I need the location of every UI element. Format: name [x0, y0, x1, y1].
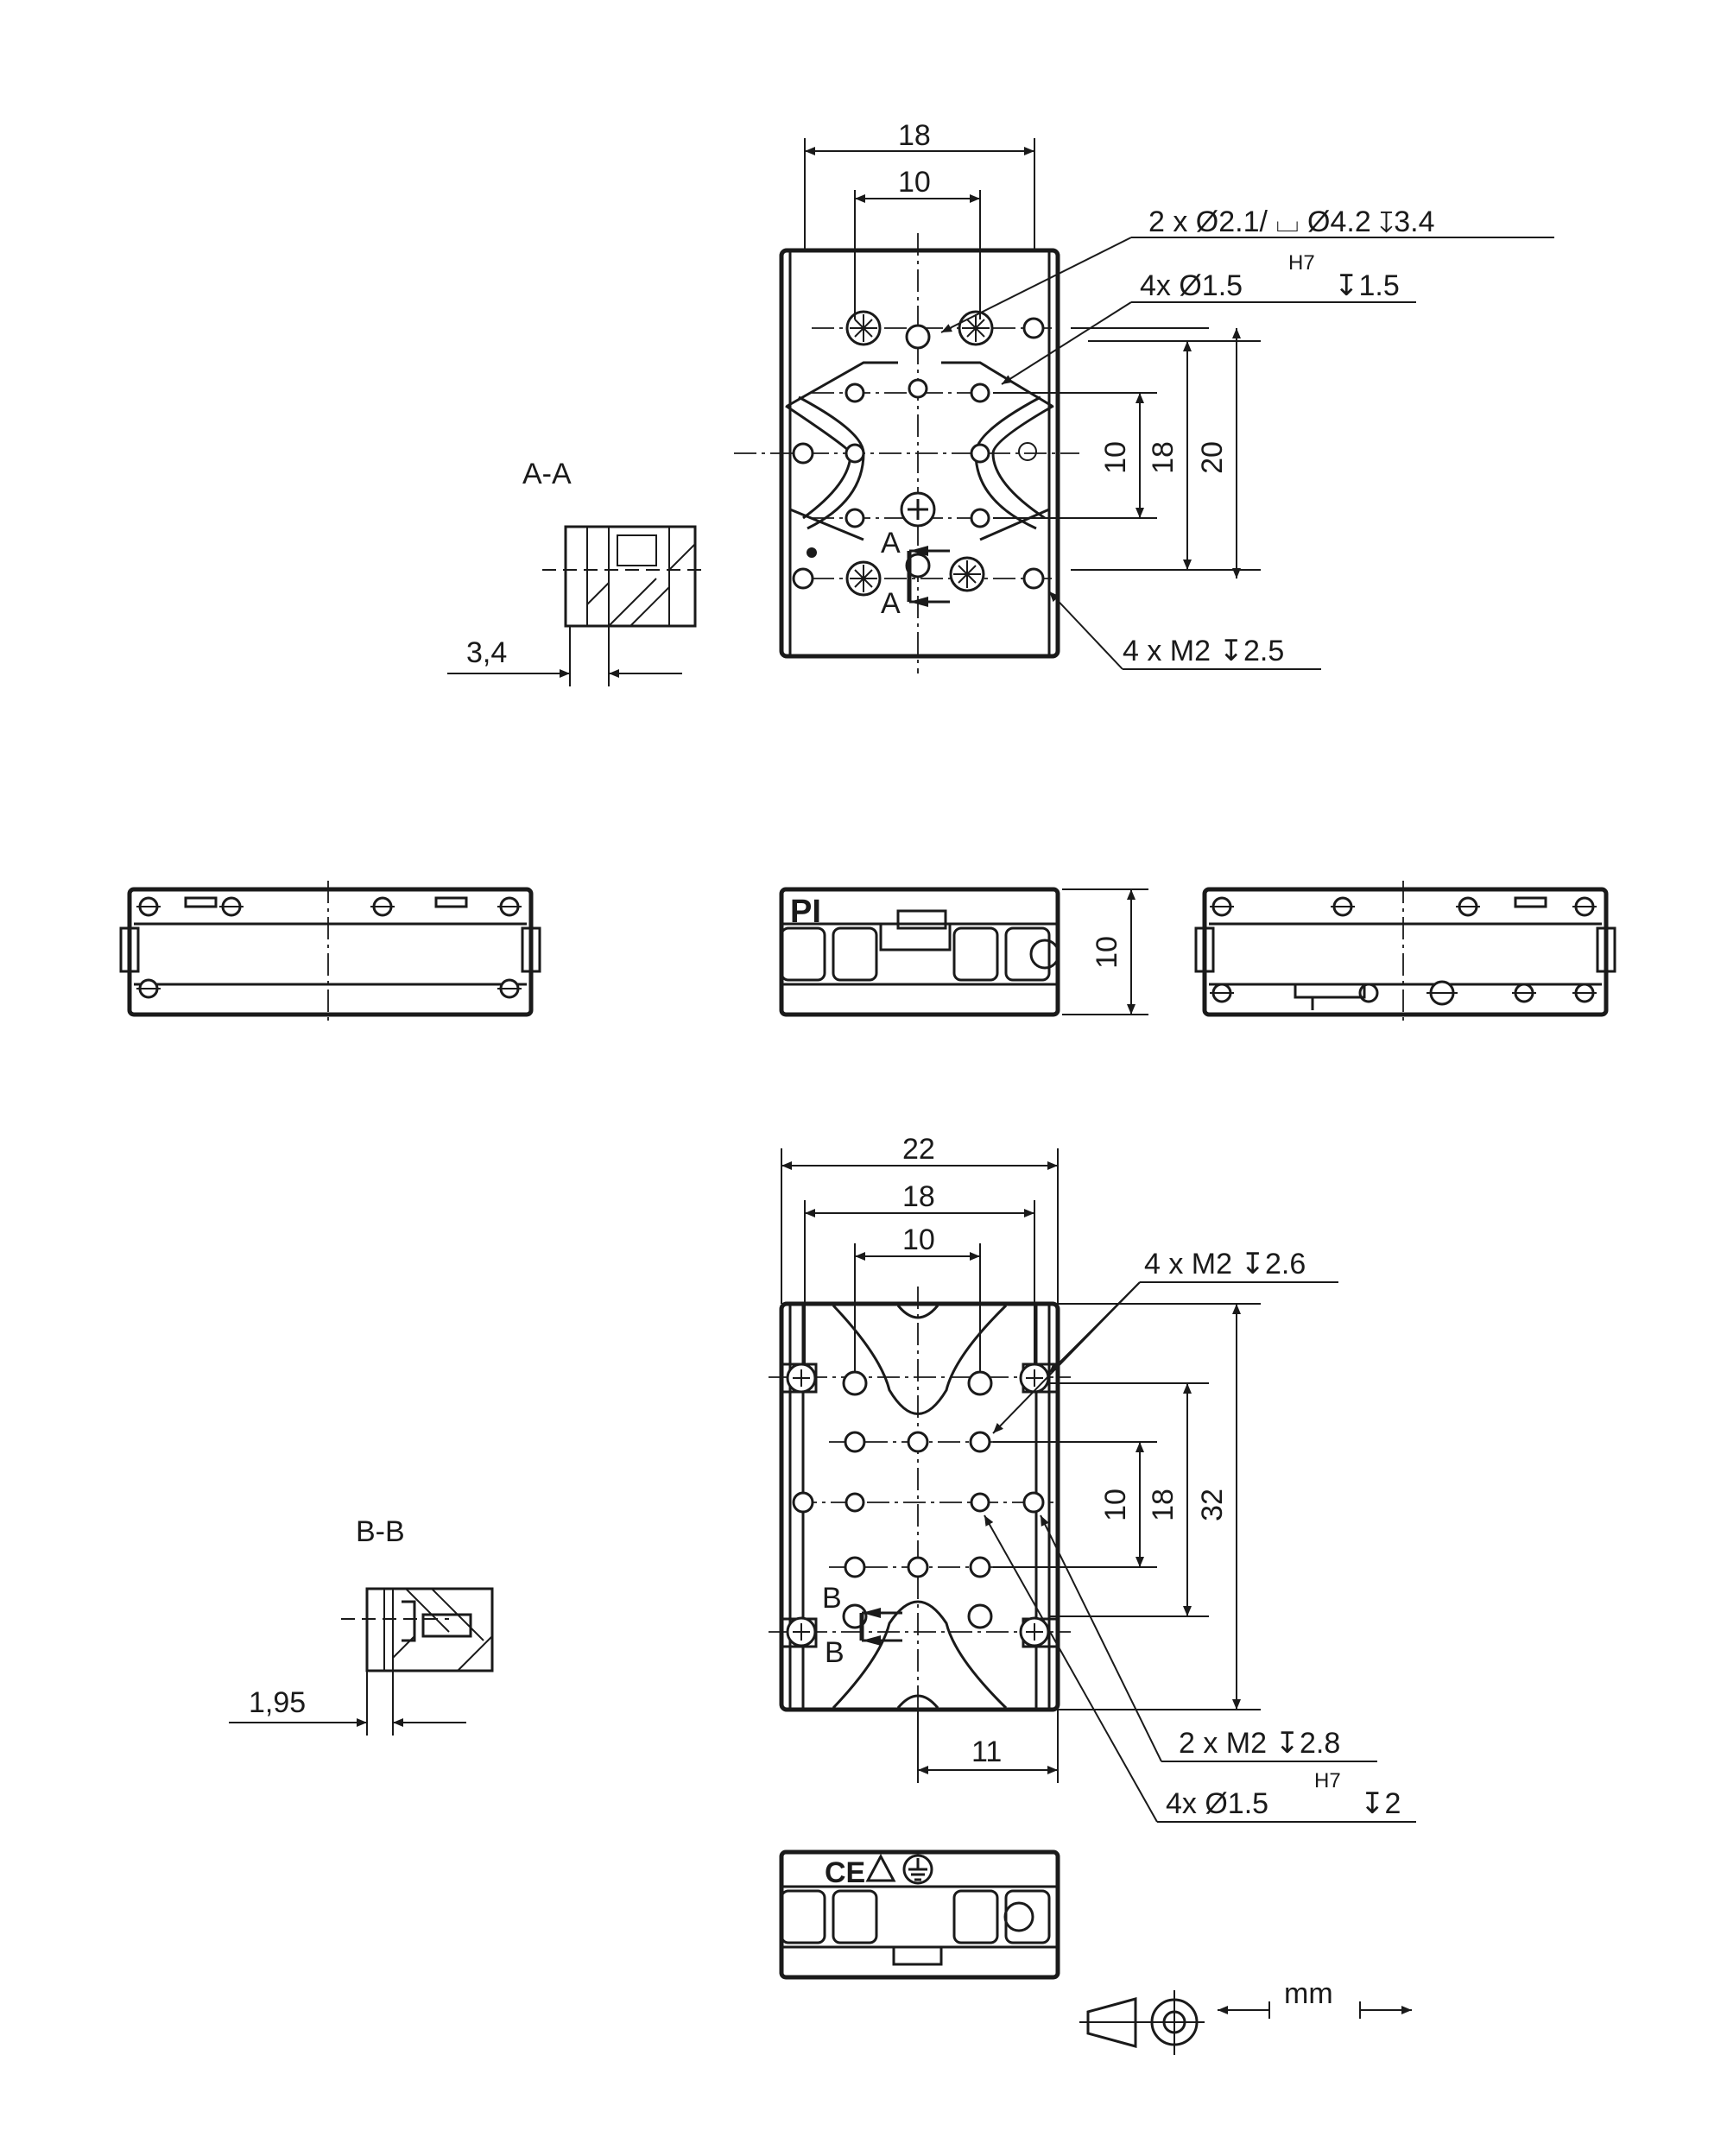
callout-bottom-pin-holes-tol: H7 — [1314, 1769, 1341, 1792]
section-mark-a-top: A — [881, 527, 901, 560]
brand-mark: PI — [790, 894, 821, 930]
dim-bottom-height-32: 32 — [1196, 1489, 1229, 1521]
callout-threads-m2: 4 x M2 ↧2.5 — [1123, 635, 1284, 667]
bottom-view: B B 22 18 10 10 18 32 11 — [769, 1133, 1416, 1823]
section-mark-b-top: B — [822, 1582, 842, 1615]
section-a-title: A-A — [522, 458, 572, 490]
callout-bottom-threads-26: 4 x M2 ↧2.6 — [1144, 1248, 1306, 1280]
dim-bottom-height-10: 10 — [1099, 1489, 1132, 1521]
section-mark-b-bottom: B — [825, 1636, 845, 1669]
dim-height-20: 20 — [1196, 441, 1229, 474]
front-view: PI 10 — [779, 887, 1148, 1017]
dim-side-height-10: 10 — [1091, 936, 1123, 969]
dim-bottom-height-18: 18 — [1147, 1489, 1180, 1521]
section-a-dim: 3,4 — [466, 636, 507, 669]
section-mark-a-bottom: A — [881, 587, 901, 620]
left-side-view — [119, 881, 541, 1023]
callout-bottom-threads-28: 2 x M2 ↧2.8 — [1179, 1727, 1340, 1760]
dim-bottom-width-10: 10 — [902, 1223, 935, 1256]
section-b-dim: 1,95 — [249, 1686, 306, 1719]
warning-triangle-icon — [865, 1853, 896, 1882]
top-view: A A 18 10 10 18 20 2 x Ø2.1/ ⌴ Ø4.2 ↧3.4… — [734, 119, 1554, 673]
callout-counterbore: 2 x Ø2.1/ ⌴ Ø4.2 ↧3.4 — [1148, 205, 1434, 238]
section-b-title: B-B — [356, 1515, 405, 1548]
right-side-view — [1194, 881, 1616, 1023]
dim-height-18: 18 — [1147, 441, 1180, 474]
section-a-a: A-A 3,4 — [447, 458, 704, 686]
dim-bottom-width-22: 22 — [902, 1133, 935, 1166]
callout-bottom-pin-holes-depth: ↧2 — [1360, 1787, 1401, 1820]
dim-width-18: 18 — [898, 119, 931, 152]
ground-symbol-icon — [902, 1854, 933, 1885]
projection-symbol-icon — [1079, 1990, 1205, 2055]
rear-view: CE — [779, 1849, 1060, 1980]
callout-pin-holes-depth: ↧1.5 — [1334, 269, 1400, 302]
dim-width-10: 10 — [898, 166, 931, 199]
bottom-view-holes — [780, 1363, 1060, 1648]
callout-pin-holes-tol: H7 — [1288, 251, 1315, 275]
units-indicator: mm — [1218, 1977, 1412, 2019]
section-b-b: B-B 1,95 — [229, 1515, 494, 1736]
callout-bottom-pin-holes: 4x Ø1.5 — [1166, 1787, 1268, 1820]
callout-pin-holes: 4x Ø1.5 — [1140, 269, 1243, 302]
dim-offset-11: 11 — [971, 1736, 1002, 1768]
units-label: mm — [1284, 1977, 1333, 2010]
ce-mark-icon: CE — [825, 1856, 865, 1889]
dim-height-10: 10 — [1099, 441, 1132, 474]
dim-bottom-width-18: 18 — [902, 1180, 935, 1213]
